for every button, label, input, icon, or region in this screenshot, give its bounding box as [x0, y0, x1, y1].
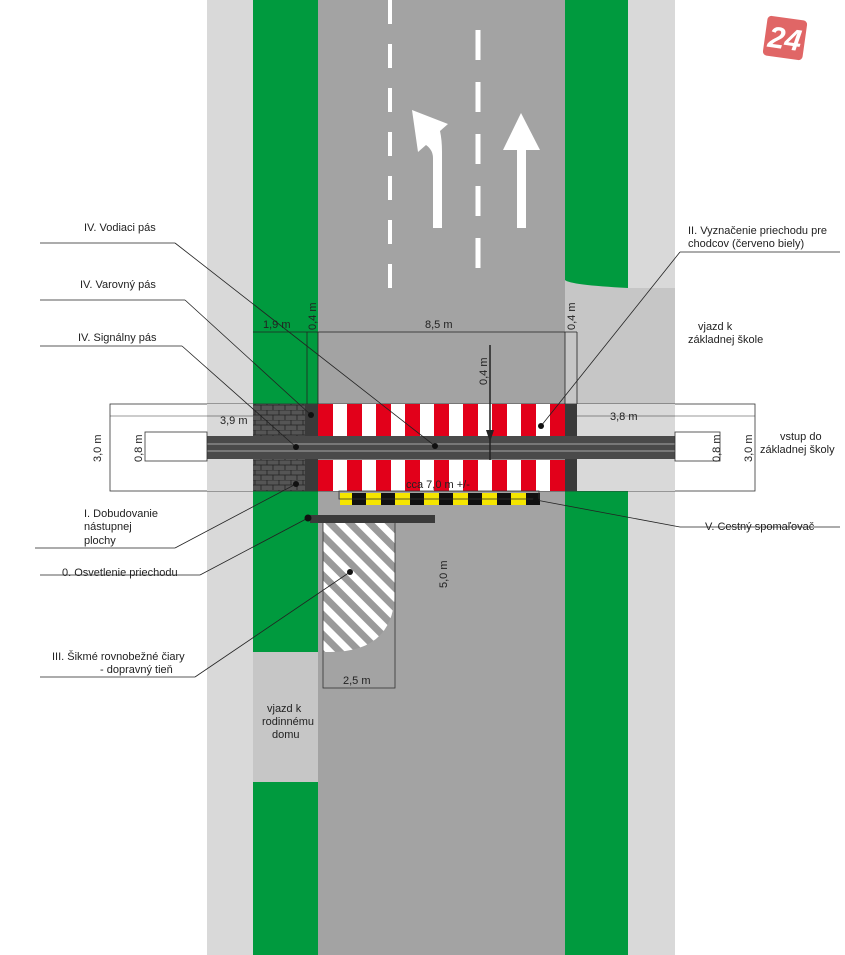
dim-0-4-left: 0,4 m: [307, 302, 319, 330]
label-vyznacenie: II. Vyznačenie priechodu pre: [688, 225, 827, 237]
label-vstup-skola: vstup do: [780, 431, 822, 443]
label-dobudovanie-2: nástupnej: [84, 521, 132, 533]
inner-box-right: [674, 431, 721, 462]
left-turn-arrow: [412, 110, 448, 228]
crosswalk-stripe: [550, 460, 565, 491]
label-spomalovac: V. Cestný spomaľovač: [705, 521, 815, 533]
dim-0-8-left: 0,8 m: [133, 434, 145, 462]
label-vstup-skola-2: základnej školy: [760, 444, 835, 456]
label-vjazd-skola: vjazd k: [698, 321, 733, 333]
label-sikme-2: - dopravný tieň: [100, 664, 173, 676]
label-vjazd-dom-3: domu: [272, 729, 300, 741]
dim-3-0-right: 3,0 m: [743, 434, 755, 462]
straight-arrow: [503, 113, 540, 228]
driveway-school: [565, 280, 675, 405]
crosswalk-stripe: [376, 460, 391, 491]
guide-strip: [207, 436, 675, 459]
label-sikme: III. Šikmé rovnobežné čiary: [52, 650, 185, 663]
crosswalk-stripe: [521, 404, 536, 440]
green-gap-left: [253, 332, 318, 404]
traffic-island: [323, 518, 395, 652]
crosswalk-stripe: [376, 404, 391, 440]
crosswalk-stripe: [347, 404, 362, 440]
dim-1-9: 1,9 m: [263, 319, 291, 331]
dim-0-8-right: 0,8 m: [711, 434, 723, 462]
label-varovny: IV. Varovný pás: [80, 279, 156, 291]
crosswalk-stripe: [550, 404, 565, 440]
dim-2-5: 2,5 m: [343, 675, 371, 687]
crosswalk-stripe: [492, 404, 507, 440]
crosswalk-stripe: [347, 460, 362, 491]
dim-0-4-right: 0,4 m: [566, 302, 578, 330]
label-osvetlenie: 0. Osvetlenie priechodu: [62, 567, 178, 579]
label-vodiaci: IV. Vodiaci pás: [84, 222, 156, 234]
label-dobudovanie-3: plochy: [84, 535, 116, 547]
dim-5-0: 5,0 m: [438, 560, 450, 588]
driveway-house: [253, 652, 318, 782]
crosswalk-stripe: [405, 460, 420, 491]
crosswalk-stripe: [463, 460, 478, 491]
crosswalk-stripe: [434, 460, 449, 491]
label-vjazd-skola-2: základnej škole: [688, 334, 763, 346]
label-vyznacenie-2: chodcov (červeno biely): [688, 238, 804, 250]
street-light: [310, 515, 435, 523]
crosswalk-stripe: [318, 404, 333, 440]
crosswalk-stripe: [492, 460, 507, 491]
crosswalk-stripe: [463, 404, 478, 440]
svg-text:24: 24: [765, 21, 804, 59]
crosswalk-stripe: [521, 460, 536, 491]
dim-3-0-left: 3,0 m: [92, 434, 104, 462]
crosswalk-stripe: [318, 460, 333, 491]
crosswalk-stripe: [405, 404, 420, 440]
dim-3-8: 3,8 m: [610, 411, 638, 423]
dim-3-9: 3,9 m: [220, 415, 248, 427]
dim-7-0: cca 7,0 m +/-: [406, 479, 470, 491]
inner-box-left: [144, 431, 208, 462]
dim-0-4-stripe: 0,4 m: [478, 357, 490, 385]
label-vjazd-dom: vjazd k: [267, 703, 302, 715]
crosswalk-stripe: [434, 404, 449, 440]
label-signalny: IV. Signálny pás: [78, 332, 157, 344]
label-vjazd-dom-2: rodinnému: [262, 716, 314, 728]
logo-24: 24: [762, 15, 808, 61]
label-dobudovanie: I. Dobudovanie: [84, 508, 158, 520]
dim-8-5: 8,5 m: [425, 319, 453, 331]
